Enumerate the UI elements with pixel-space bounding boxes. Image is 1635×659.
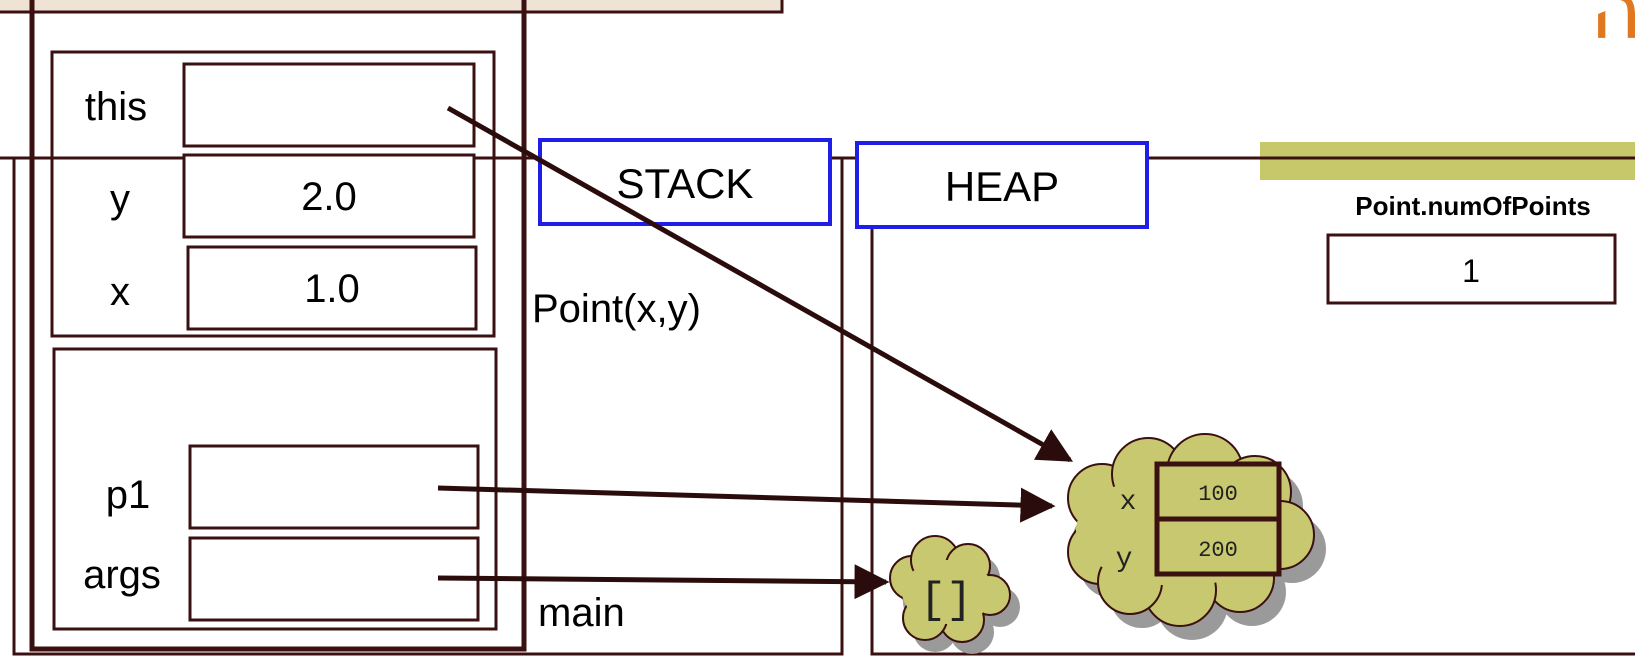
header-tab — [0, 0, 784, 14]
var-name: y — [110, 177, 130, 221]
var-name: args — [83, 553, 161, 597]
static-field-box — [1326, 233, 1617, 305]
frame-box — [50, 50, 496, 338]
point-object-cloud: x 100 y 200 — [1067, 433, 1326, 640]
field-name: x — [1120, 487, 1137, 518]
field-value-box — [1154, 461, 1282, 522]
main-frame: p1 args — [52, 347, 498, 631]
var-name: p1 — [106, 473, 151, 517]
var-name: this — [85, 85, 147, 129]
field-y: y 200 — [1116, 516, 1282, 577]
var-p1: p1 — [106, 444, 480, 530]
stack-label-box — [538, 138, 832, 226]
frame-name-point: Point(x,y) — [532, 287, 701, 331]
var-value-box — [182, 62, 476, 148]
cloud-core — [902, 560, 994, 624]
heap-panel — [870, 156, 1635, 656]
point-frame: this y 2.0 x 1.0 — [50, 50, 496, 338]
arrow-this-to-point — [446, 105, 1074, 463]
heap-area: HEAP Point.numOfPoints 1 — [842, 141, 1635, 656]
array-literal: [] — [920, 576, 973, 626]
slide-title: בנץ הוא זה — [1590, 0, 1635, 57]
stack-label: STACK — [617, 160, 754, 207]
var-this: this — [85, 62, 476, 148]
static-field-value: 1 — [1462, 253, 1480, 289]
arrow-p1-to-point — [437, 485, 1056, 523]
field-value: 100 — [1198, 482, 1238, 507]
var-value-box — [182, 153, 476, 239]
field-value: 200 — [1198, 538, 1238, 563]
var-args: args — [83, 536, 480, 622]
field-value-box — [1154, 516, 1282, 577]
field-name: y — [1116, 544, 1133, 575]
main-frame-outer — [29, 0, 527, 652]
static-field-label: Point.numOfPoints — [1355, 191, 1590, 221]
var-value-box — [186, 245, 478, 331]
field-x: x 100 — [1120, 461, 1282, 522]
heap-label: HEAP — [945, 163, 1059, 210]
arrow-args-to-array — [437, 564, 890, 600]
accent-band — [1260, 142, 1635, 180]
var-value-box — [188, 536, 480, 622]
slide-header: בנץ הוא זה — [0, 0, 1635, 180]
reference-arrows — [437, 105, 1074, 600]
var-y: y 2.0 — [110, 153, 476, 239]
var-value: 1.0 — [304, 267, 360, 311]
var-name: x — [110, 270, 130, 314]
args-array-cloud: [] — [889, 535, 1020, 654]
frame-name-main: main — [538, 591, 625, 635]
var-value-box — [188, 444, 480, 530]
var-x: x 1.0 — [110, 245, 478, 331]
heap-label-box — [855, 141, 1149, 229]
var-value: 2.0 — [301, 175, 357, 219]
stack-area: this y 2.0 x 1.0 Point(x,y) p1 — [0, 0, 844, 656]
